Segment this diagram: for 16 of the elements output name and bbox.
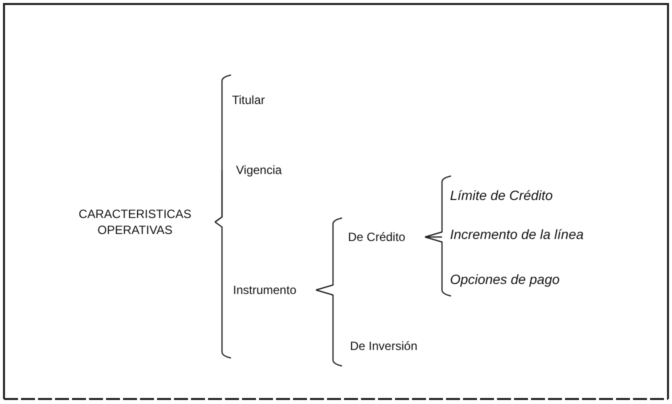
node-label: Vigencia (236, 162, 282, 178)
brace-line (214, 222, 223, 290)
brace-line (424, 236, 443, 280)
brace-line (316, 289, 334, 346)
node-label: De Inversión (350, 338, 418, 354)
node-label: Opciones de pago (450, 272, 560, 288)
node-label: Instrumento (233, 282, 296, 298)
brace-line (425, 236, 442, 238)
node-label: Límite de Crédito (450, 188, 553, 204)
node-label: Incremento de la línea (450, 227, 584, 243)
node-label: CARACTERISTICAS OPERATIVAS (78, 206, 192, 238)
node-label: De Crédito (348, 229, 406, 245)
brace-line (214, 170, 223, 222)
node-label: Titular (232, 92, 265, 108)
brace-line (424, 196, 443, 238)
brace-line (316, 237, 334, 291)
